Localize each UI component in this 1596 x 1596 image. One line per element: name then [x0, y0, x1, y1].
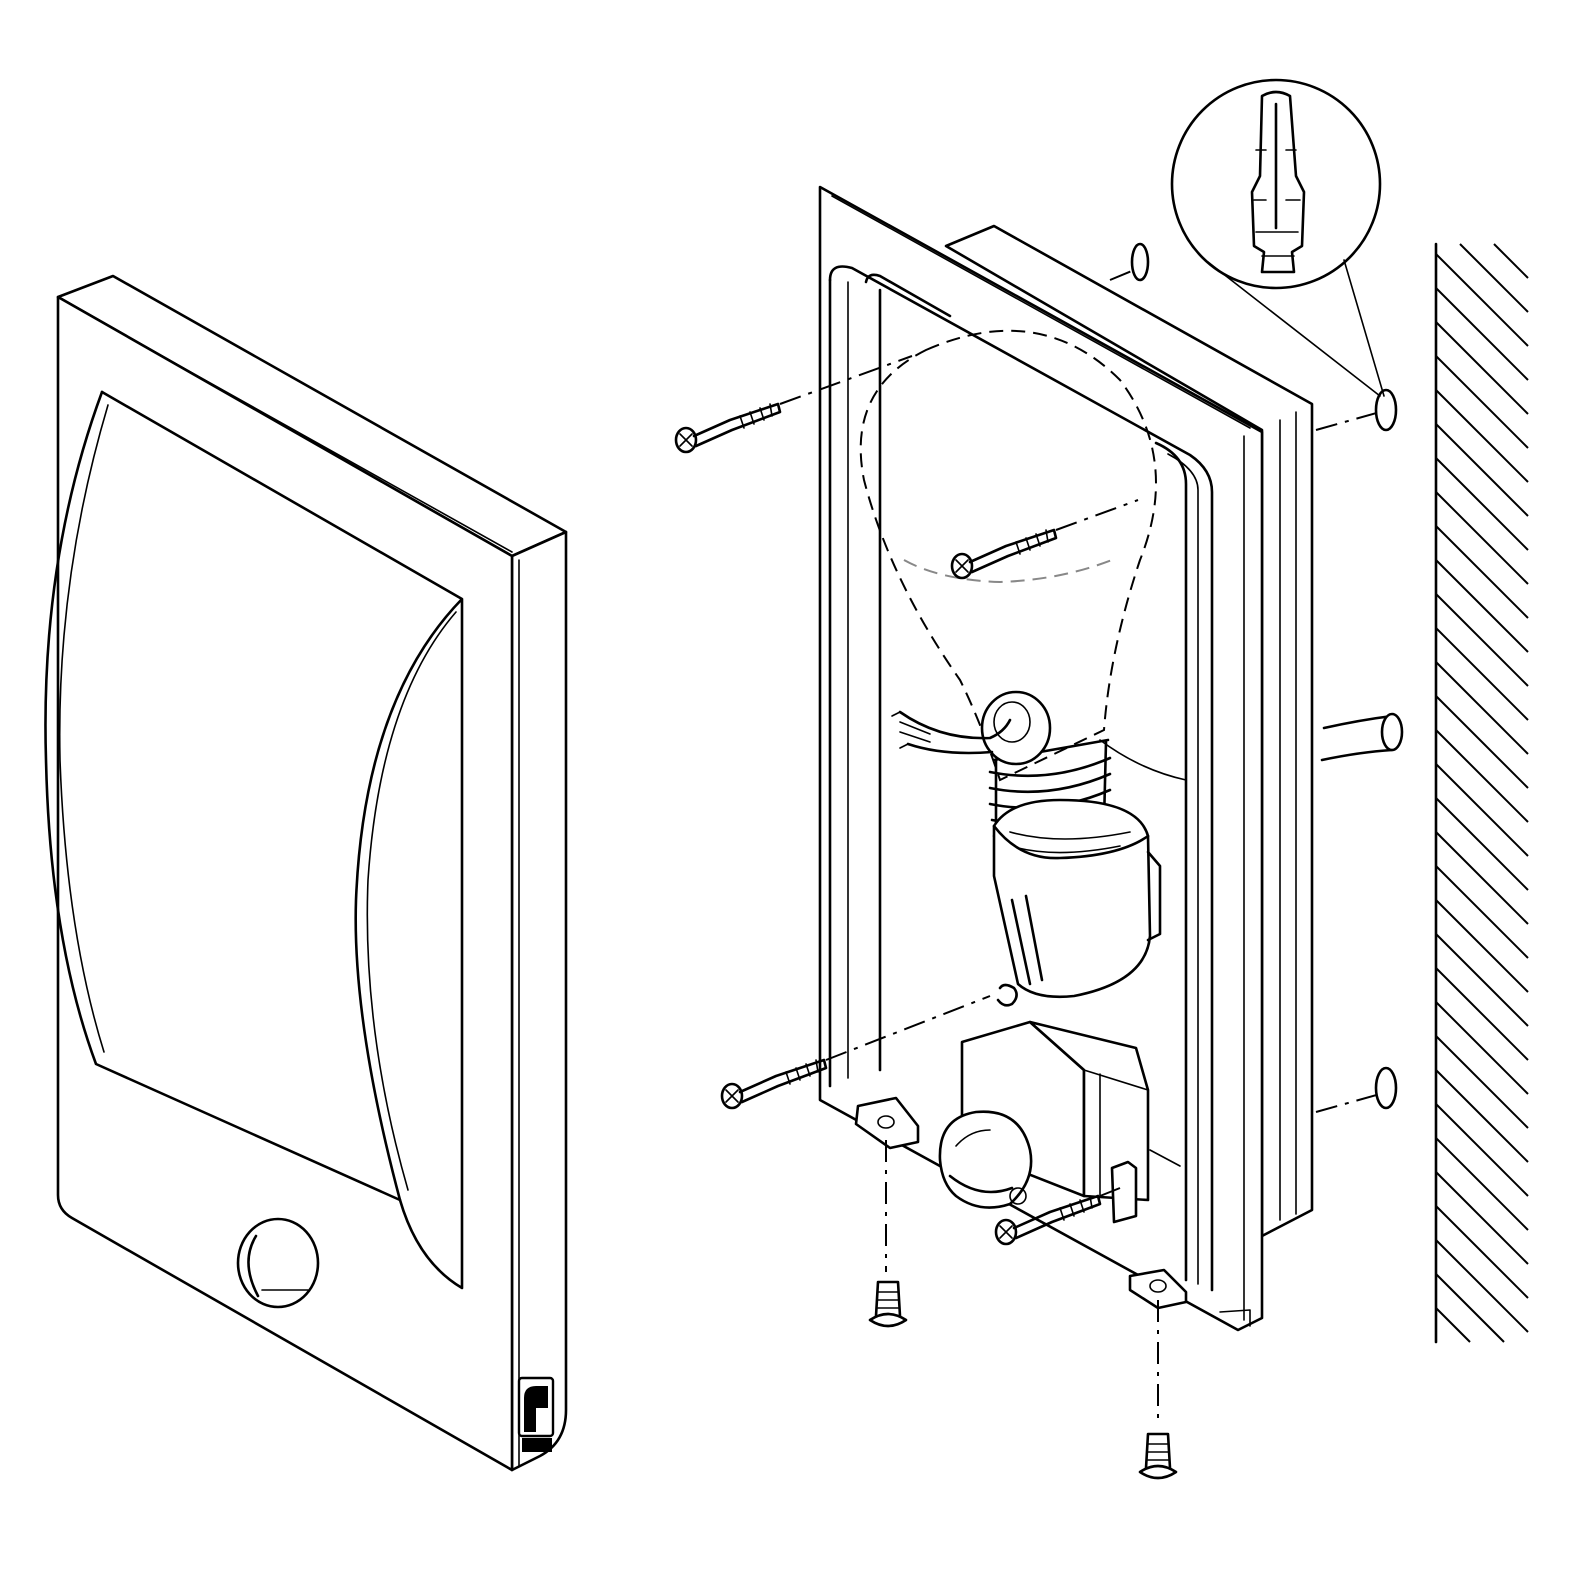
wall-hatch-line	[1435, 355, 1529, 449]
wall-hatch-line	[1435, 287, 1529, 381]
wall-hatch-line	[1435, 1273, 1505, 1343]
wall-hatch-line	[1435, 1239, 1529, 1333]
wall-screw	[674, 402, 1102, 1246]
wall-hatch-line	[1435, 899, 1529, 993]
wall-hatch-line	[1435, 831, 1529, 925]
wall-hatch-line	[1435, 627, 1529, 721]
wall-hatch-line	[1459, 243, 1529, 313]
wall-hatch-line	[1435, 457, 1529, 551]
wall	[1434, 242, 1529, 1344]
wall-hole	[1130, 242, 1398, 1110]
wall-hatch-line	[1435, 1171, 1529, 1265]
wall-plug	[1170, 78, 1385, 397]
wall-hatch-line	[1435, 729, 1529, 823]
wall-hatch-line	[1435, 967, 1529, 1061]
wall-hatch-line	[1435, 389, 1529, 483]
wall-hatch-line	[1435, 1205, 1529, 1299]
wall-hatch-line	[1435, 1307, 1471, 1343]
wall-hatch-line	[1435, 695, 1529, 789]
wall-hatch-line	[1435, 933, 1529, 1027]
wall-hatch-line	[1435, 763, 1529, 857]
wall-hatch-line	[1435, 559, 1529, 653]
wall-hatch-line	[1435, 1137, 1529, 1231]
wall-hatch-line	[1435, 1001, 1529, 1095]
wall-hatch-line	[1435, 525, 1529, 619]
wall-hatch-line	[1435, 491, 1529, 585]
power-cable	[891, 690, 1404, 766]
wall-hatch-line	[1435, 797, 1529, 891]
lamp-socket	[992, 798, 1162, 999]
wall-hatch-line	[1435, 321, 1529, 415]
wall-hatch-line	[1435, 1103, 1529, 1197]
wall-hatch-line	[1435, 253, 1529, 347]
wall-hatch-line	[1435, 1035, 1529, 1129]
assembly-lines	[779, 269, 1381, 1426]
wall-hatch-line	[1435, 1069, 1529, 1163]
wall-hatch-line	[1493, 243, 1529, 279]
wall-hatch-line	[1435, 661, 1529, 755]
wall-hatch-line	[1435, 865, 1529, 959]
mounting-screw	[868, 1280, 1178, 1480]
back-plate	[818, 185, 1314, 1332]
wall-hatch-line	[1435, 593, 1529, 687]
lamp-cover	[44, 274, 568, 1472]
motion-sensor	[938, 1110, 1033, 1209]
brand-logo-icon	[517, 1376, 555, 1452]
wall-hatch-line	[1435, 423, 1529, 517]
